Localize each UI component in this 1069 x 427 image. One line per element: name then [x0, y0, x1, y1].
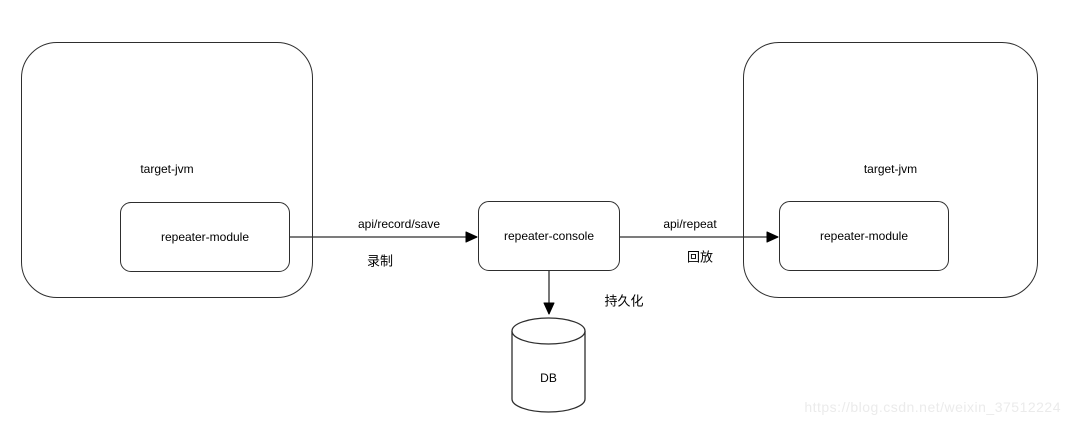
node-target-jvm-right-label: target-jvm — [863, 162, 918, 176]
node-repeater-module-right: repeater-module — [779, 201, 949, 271]
node-db-label: DB — [540, 371, 557, 385]
node-repeater-console-label: repeater-console — [503, 229, 595, 243]
node-repeater-module-left: repeater-module — [120, 202, 290, 272]
edge-repeat-api-label: api/repeat — [661, 217, 719, 231]
node-db-cylinder — [511, 317, 586, 413]
node-repeater-module-right-label: repeater-module — [819, 229, 909, 243]
node-repeater-console: repeater-console — [478, 201, 620, 271]
node-repeater-module-left-label: repeater-module — [160, 230, 250, 244]
watermark-text: https://blog.csdn.net/weixin_37512224 — [804, 399, 1061, 415]
edge-record-api-label: api/record/save — [355, 217, 443, 231]
node-target-jvm-left-label: target-jvm — [140, 162, 194, 176]
edge-repeat-caption-label: 回放 — [684, 246, 716, 266]
edge-persist-caption-label: 持久化 — [602, 290, 646, 310]
edge-record-caption-label: 录制 — [364, 250, 396, 270]
